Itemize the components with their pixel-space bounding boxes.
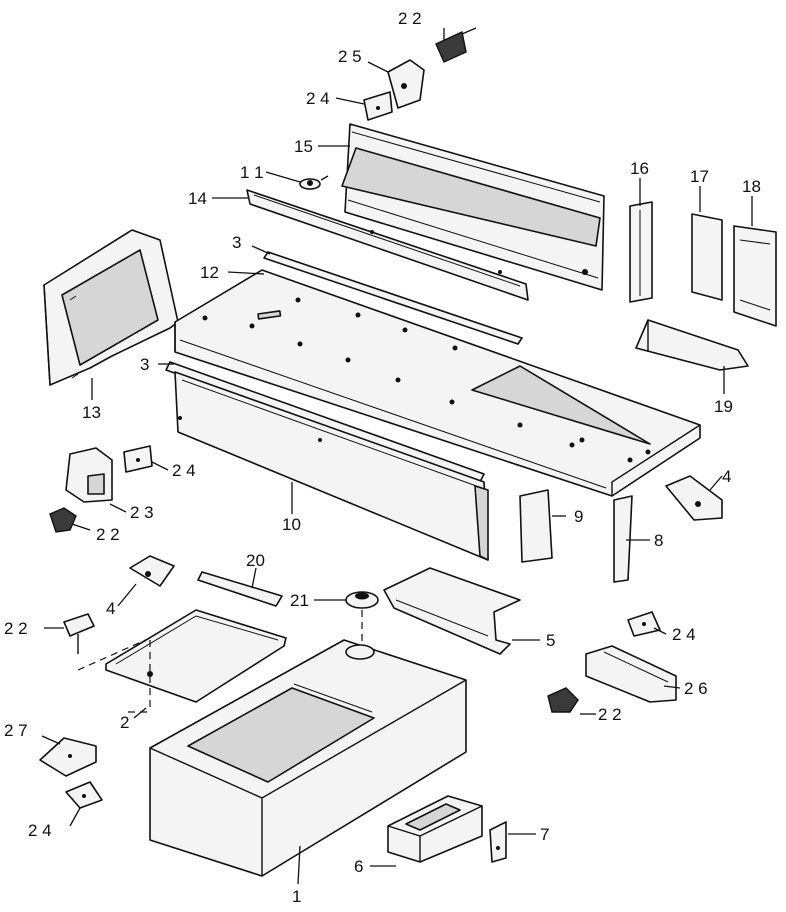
callout-26: 2 6 (684, 679, 708, 698)
part-22-screw-top (435, 27, 477, 63)
part-1-box (149, 639, 467, 877)
callout-4-right: 4 (722, 467, 731, 486)
callout-5: 5 (546, 631, 555, 650)
callout-22-mid: 2 2 (4, 619, 28, 638)
callout-14: 14 (188, 189, 207, 208)
callout-22-top: 2 2 (398, 9, 422, 28)
part-4-latch-right (665, 475, 723, 521)
callout-21: 21 (290, 591, 309, 610)
part-4-latch-left (129, 555, 175, 587)
part-9-post (519, 489, 553, 563)
callout-10: 10 (282, 515, 301, 534)
part-6-block (387, 795, 483, 863)
part-17-bracket (691, 213, 723, 301)
part-22-screw-mid (63, 613, 95, 654)
callout-17: 17 (690, 167, 709, 186)
part-20-rod (197, 571, 283, 607)
part-12-deck-plate (174, 269, 701, 497)
callout-1: 1 (292, 887, 301, 906)
part-25-clip (387, 59, 425, 109)
part-7-clip (489, 821, 507, 863)
callout-18: 18 (742, 177, 761, 196)
callout-24-bottom: 2 4 (28, 821, 52, 840)
callout-24-left: 2 4 (172, 461, 196, 480)
part-16-bracket (629, 201, 653, 303)
part-22-screw-right (547, 687, 579, 713)
callout-11: 1 1 (240, 163, 264, 182)
callout-labels: 1 2 3 3 4 4 5 6 7 8 9 10 1 1 12 13 14 15… (4, 9, 761, 906)
callout-23: 2 3 (130, 503, 154, 522)
callout-6: 6 (354, 857, 363, 876)
callout-4-left: 4 (106, 599, 115, 618)
callout-24-top: 2 4 (306, 89, 330, 108)
part-26-channel (585, 645, 677, 703)
part-24-latch-right (627, 611, 661, 637)
callout-27: 2 7 (4, 721, 28, 740)
callout-20: 20 (246, 551, 265, 570)
callout-3-lower: 3 (140, 355, 149, 374)
leader-lines (41, 28, 753, 885)
callout-25: 2 5 (338, 47, 362, 66)
callout-16: 16 (630, 159, 649, 178)
part-24-latch-left (123, 445, 153, 473)
callout-19: 19 (714, 397, 733, 416)
part-8-strap (613, 495, 633, 583)
callout-12: 12 (200, 263, 219, 282)
part-10-front-panel (174, 371, 489, 561)
part-11-wing-nut (299, 175, 329, 190)
part-23-strike-plate (65, 447, 113, 503)
callout-9: 9 (574, 507, 583, 526)
part-22-screw-left (49, 507, 77, 533)
callout-8: 8 (654, 531, 663, 550)
part-2-lid (77, 609, 287, 713)
callout-13: 13 (82, 403, 101, 422)
part-19-angle-bracket (635, 319, 749, 371)
part-27-hinge (39, 737, 97, 777)
callout-22-right: 2 2 (598, 705, 622, 724)
part-24-latch-bottom (65, 781, 103, 809)
part-24-latch-top (363, 91, 393, 121)
part-15-back-channel (341, 123, 605, 291)
callout-24-right: 2 4 (672, 625, 696, 644)
callout-15: 15 (294, 137, 313, 156)
callout-3-upper: 3 (232, 233, 241, 252)
part-21-grommet (345, 591, 379, 650)
callout-7: 7 (540, 825, 549, 844)
part-13-end-frame (43, 229, 179, 386)
part-14-rail (246, 189, 529, 301)
part-5-tray (383, 567, 521, 655)
callout-22-left: 2 2 (96, 525, 120, 544)
part-3-rod-upper (263, 251, 523, 345)
callout-2: 2 (120, 713, 129, 732)
part-18-bracket (733, 225, 777, 327)
